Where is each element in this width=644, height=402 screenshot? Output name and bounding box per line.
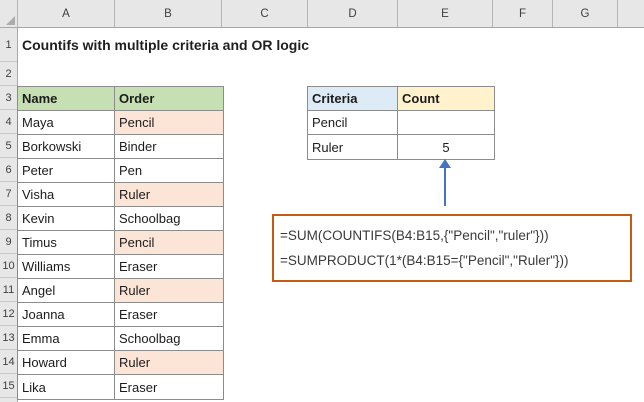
table-row: Maya Pencil	[18, 111, 223, 135]
cell-a8[interactable]: Kevin	[18, 207, 115, 230]
cell-a15[interactable]: Lika	[18, 375, 115, 399]
cell-b9[interactable]: Pencil	[115, 231, 223, 254]
cell-b12[interactable]: Eraser	[119, 307, 158, 322]
column-header-f[interactable]: F	[493, 0, 553, 27]
arrow-line	[444, 167, 446, 206]
criteria-row: Ruler 5	[308, 135, 494, 159]
table-row: Angel Ruler	[18, 279, 223, 303]
cell-a3-name-header[interactable]: Name	[18, 87, 115, 110]
cell-a7[interactable]: Visha	[18, 183, 115, 206]
arrow-head	[439, 159, 451, 168]
select-all-triangle-icon	[6, 16, 15, 25]
cell-a9[interactable]: Timus	[18, 231, 115, 254]
cell-b4[interactable]: Pencil	[115, 111, 223, 134]
table-row: Peter Pen	[18, 159, 223, 183]
table-row: Joanna Eraser	[18, 303, 223, 327]
cell-d3-criteria-header[interactable]: Criteria	[308, 87, 398, 110]
cell-b3-order-header[interactable]: Order	[115, 87, 223, 110]
row-header-5[interactable]: 5	[0, 134, 17, 158]
column-header-partial[interactable]	[618, 0, 644, 27]
cell-d4[interactable]: Pencil	[308, 111, 398, 134]
arrow-up-icon[interactable]	[438, 159, 452, 207]
row-header-12[interactable]: 12	[0, 302, 17, 326]
table-row: Emma Schoolbag	[18, 327, 223, 351]
row-header-6[interactable]: 6	[0, 158, 17, 182]
select-all-button[interactable]	[0, 0, 18, 27]
cell-a6[interactable]: Peter	[18, 159, 115, 182]
table-row: Howard Ruler	[18, 351, 223, 375]
cell-a12[interactable]: Joanna	[18, 303, 115, 326]
formula-sumproduct: =SUMPRODUCT(1*(B4:B15={"Pencil","Ruler"}…	[280, 253, 569, 268]
column-header-g[interactable]: G	[553, 0, 618, 27]
row-header-11[interactable]: 11	[0, 278, 17, 302]
row-header-7[interactable]: 7	[0, 182, 17, 206]
row-header-4[interactable]: 4	[0, 110, 17, 134]
criteria-header-row: Criteria Count	[308, 87, 494, 111]
row-header-15[interactable]: 15	[0, 374, 17, 398]
row-header-9[interactable]: 9	[0, 230, 17, 254]
cell-a5[interactable]: Borkowski	[18, 135, 115, 158]
cell-b8[interactable]: Schoolbag	[119, 211, 181, 226]
cell-b6[interactable]: Pen	[119, 163, 143, 178]
page-title[interactable]: Countifs with multiple criteria and OR l…	[22, 37, 310, 53]
cell-a14[interactable]: Howard	[18, 351, 115, 374]
row-header-10[interactable]: 10	[0, 254, 17, 278]
row-header-14[interactable]: 14	[0, 350, 17, 374]
row-header-strip: 1 2 3 4 5 6 7 8 9 10 11 12 13 14 15	[0, 28, 18, 402]
cell-a13[interactable]: Emma	[18, 327, 115, 350]
cell-a11[interactable]: Angel	[18, 279, 115, 302]
cell-b13[interactable]: Schoolbag	[119, 331, 181, 346]
cell-e5[interactable]: 5	[442, 139, 450, 155]
formula-callout-box[interactable]: =SUM(COUNTIFS(B4:B15,{"Pencil","ruler"})…	[272, 214, 632, 282]
cell-d5[interactable]: Ruler	[308, 135, 398, 159]
table-header-row: Name Order	[18, 87, 223, 111]
cell-b10[interactable]: Eraser	[119, 259, 158, 274]
table-row: Williams Eraser	[18, 255, 223, 279]
table-row: Lika Eraser	[18, 375, 223, 399]
column-header-strip: A B C D E F G	[0, 0, 644, 28]
row-header-13[interactable]: 13	[0, 326, 17, 350]
cell-a10[interactable]: Williams	[18, 255, 115, 278]
column-header-b[interactable]: B	[115, 0, 222, 27]
row-header-8[interactable]: 8	[0, 206, 17, 230]
criteria-row: Pencil	[308, 111, 494, 135]
table-row: Borkowski Binder	[18, 135, 223, 159]
column-header-a[interactable]: A	[18, 0, 115, 27]
row-header-3[interactable]: 3	[0, 86, 17, 110]
cell-b7[interactable]: Ruler	[115, 183, 223, 206]
criteria-table: Criteria Count Pencil Ruler 5	[307, 86, 495, 160]
formula-countifs: =SUM(COUNTIFS(B4:B15,{"Pencil","ruler"})…	[280, 228, 549, 243]
column-header-c[interactable]: C	[222, 0, 308, 27]
orders-table: Name Order Maya Pencil Borkowski Binder …	[17, 86, 224, 400]
row-header-2[interactable]: 2	[0, 62, 17, 86]
table-row: Kevin Schoolbag	[18, 207, 223, 231]
cell-b15[interactable]: Eraser	[119, 379, 158, 395]
cell-e3-count-header[interactable]: Count	[398, 87, 494, 110]
cell-a4[interactable]: Maya	[18, 111, 115, 134]
row-header-1[interactable]: 1	[0, 28, 17, 62]
cell-b5[interactable]: Binder	[119, 139, 157, 154]
table-row: Visha Ruler	[18, 183, 223, 207]
cell-b14[interactable]: Ruler	[115, 351, 223, 374]
column-header-e[interactable]: E	[398, 0, 493, 27]
cell-e4[interactable]	[398, 111, 494, 134]
cell-b11[interactable]: Ruler	[115, 279, 223, 302]
table-row: Timus Pencil	[18, 231, 223, 255]
row-header-partial[interactable]	[0, 398, 17, 402]
column-header-d[interactable]: D	[308, 0, 398, 27]
